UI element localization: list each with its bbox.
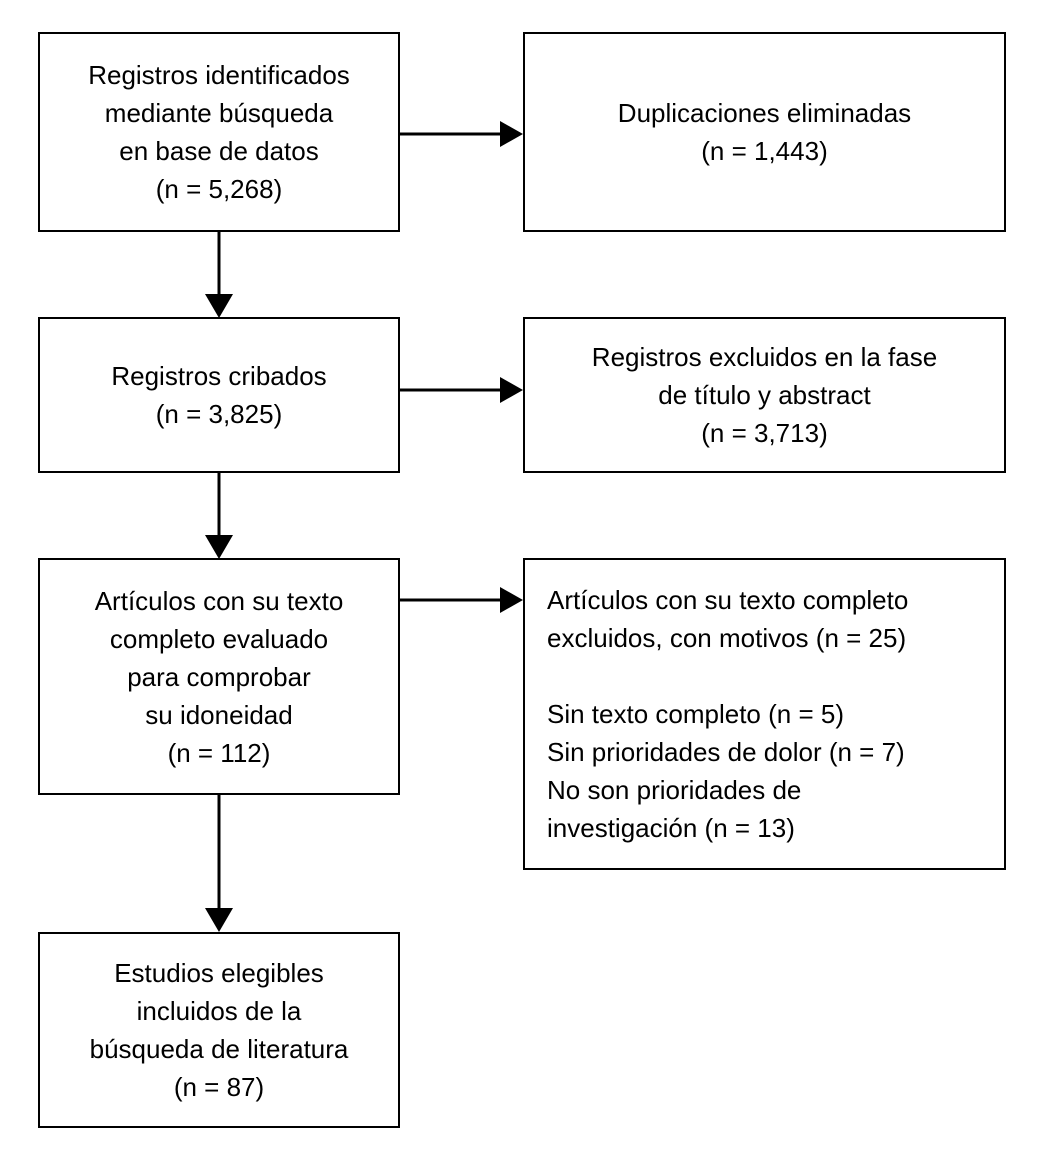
text-line: incluidos de la xyxy=(136,996,302,1026)
text-line: Artículos con su texto completo xyxy=(547,585,909,615)
text-line: de título y abstract xyxy=(658,380,871,410)
arrow-shaft xyxy=(400,388,504,392)
text-line: (n = 3,825) xyxy=(155,399,283,429)
arrowhead-right-icon xyxy=(500,377,523,403)
text-line: excluidos, con motivos (n = 25) xyxy=(547,623,907,653)
node-studies-included-text: Estudios elegibles incluidos de la búsqued… xyxy=(40,954,398,1106)
text-line: Artículos con su texto xyxy=(94,585,344,616)
node-records-screened: Registros cribados (n = 3,825) xyxy=(38,317,400,473)
text-line: Registros identificados xyxy=(88,60,350,90)
arrow-identified-to-duplicates xyxy=(400,121,525,147)
text-line: Sin prioridades de dolor (n = 7) xyxy=(547,737,905,767)
arrowhead-down-icon xyxy=(205,908,233,932)
text-line: búsqueda de literatura xyxy=(89,1034,349,1064)
text-line: No son prioridades de xyxy=(547,775,802,805)
text-line: Sin texto completo (n = 5) xyxy=(547,699,844,729)
text-line: (n = 1,443) xyxy=(701,136,828,166)
text-line: investigación (n = 13) xyxy=(547,813,795,843)
node-fulltext-excluded-with-reasons: Artículos con su texto completo excluidos… xyxy=(523,558,1006,870)
node-records-excluded-title-abstract-text: Registros excluidos en la fase de título … xyxy=(525,338,1004,452)
node-records-screened-text: Registros cribados (n = 3,825) xyxy=(40,357,398,433)
text-line: (n = 87) xyxy=(173,1072,265,1102)
node-records-excluded-title-abstract: Registros excluidos en la fase de título … xyxy=(523,317,1006,473)
text-line: Duplicaciones eliminadas xyxy=(617,98,912,128)
arrow-fulltext-to-excluded xyxy=(400,587,525,613)
text-line: Registros excluidos en la fase xyxy=(591,342,938,372)
arrow-shaft xyxy=(217,473,221,537)
text-line: mediante búsqueda xyxy=(104,98,334,128)
arrowhead-down-icon xyxy=(205,535,233,559)
arrow-shaft xyxy=(400,598,504,602)
node-records-identified: Registros identificados mediante búsqueda… xyxy=(38,32,400,232)
text-line: completo evaluado xyxy=(109,623,329,654)
arrow-shaft xyxy=(400,132,504,136)
node-fulltext-assessed-text: Artículos con su texto completo evaluado p… xyxy=(40,582,398,772)
arrow-screened-to-excluded xyxy=(400,377,525,403)
node-fulltext-excluded-with-reasons-text: Artículos con su texto completo excluidos… xyxy=(525,581,1004,847)
node-duplicates-removed-text: Duplicaciones eliminadas (n = 1,443) xyxy=(525,94,1004,170)
node-records-identified-text: Registros identificados mediante búsqueda… xyxy=(40,56,398,208)
arrow-shaft xyxy=(217,795,221,910)
node-studies-included: Estudios elegibles incluidos de la búsqued… xyxy=(38,932,400,1128)
arrowhead-right-icon xyxy=(500,121,523,147)
text-line: su idoneidad xyxy=(145,699,293,730)
node-fulltext-assessed: Artículos con su texto completo evaluado p… xyxy=(38,558,400,795)
arrow-screened-to-fulltext xyxy=(205,473,233,559)
text-line: Estudios elegibles xyxy=(114,958,324,988)
text-line: (n = 3,713) xyxy=(701,418,828,448)
arrow-fulltext-to-included xyxy=(205,795,233,933)
arrow-identified-to-screened xyxy=(205,232,233,318)
arrow-shaft xyxy=(217,232,221,296)
text-line: para comprobar xyxy=(127,661,311,692)
text-line: en base de datos xyxy=(119,136,319,166)
text-line-blank xyxy=(547,657,982,695)
arrowhead-right-icon xyxy=(500,587,523,613)
arrowhead-down-icon xyxy=(205,294,233,318)
text-line: (n = 5,268) xyxy=(155,174,283,204)
text-line: Registros cribados xyxy=(111,361,327,391)
node-duplicates-removed: Duplicaciones eliminadas (n = 1,443) xyxy=(523,32,1006,232)
text-line: (n = 112) xyxy=(167,737,271,768)
